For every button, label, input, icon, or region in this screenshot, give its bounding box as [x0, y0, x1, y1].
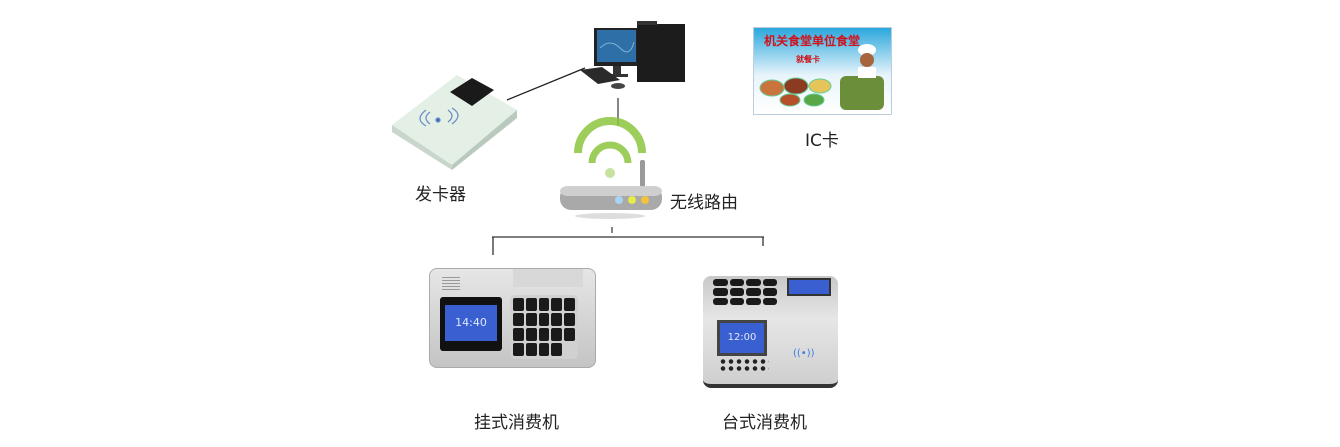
desk-terminal-device: 12:00 ((•)) — [703, 276, 838, 388]
desk-terminal-label: 台式消费机 — [722, 413, 807, 433]
ic-card-label: IC卡 — [805, 131, 839, 151]
keypad — [713, 279, 777, 305]
terminal-screen-bezel: 14:40 — [440, 297, 502, 351]
card-issuer-device — [392, 75, 517, 170]
computer-icon — [580, 21, 685, 89]
line-issuer-computer — [506, 67, 586, 101]
wall-terminal-label: 挂式消费机 — [474, 413, 559, 433]
router-device — [560, 160, 662, 219]
keypad — [510, 295, 578, 359]
food-plates-icon — [759, 76, 884, 110]
router-label: 无线路由 — [670, 193, 738, 213]
ic-card-title: 机关食堂单位食堂 — [764, 34, 861, 48]
rfid-icon: ((•)) — [793, 348, 815, 359]
customer-display — [787, 278, 831, 296]
terminal-screen: 14:40 — [445, 305, 497, 341]
terminal-screen: 12:00 — [717, 320, 767, 356]
ic-card-subtitle: 就餐卡 — [796, 54, 820, 64]
card-issuer-label: 发卡器 — [415, 185, 466, 205]
speaker-grille — [442, 277, 460, 291]
function-buttons — [719, 358, 769, 372]
chef-icon — [858, 44, 876, 78]
rfid-icon — [419, 107, 459, 127]
wall-terminal-device: 14:40 — [429, 268, 596, 368]
wifi-signal-icon — [574, 117, 646, 178]
ic-card-image: 机关食堂单位食堂 就餐卡 — [753, 27, 892, 115]
